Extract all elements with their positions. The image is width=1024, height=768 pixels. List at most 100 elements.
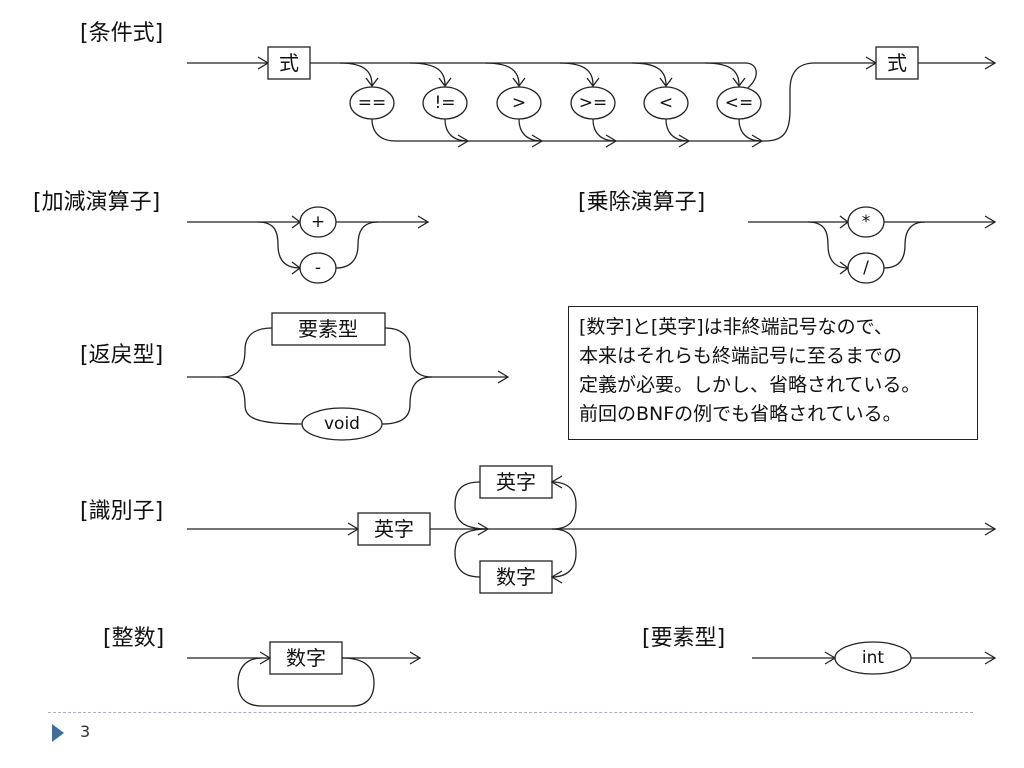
oval-le: <= — [716, 86, 762, 120]
ident-alpha-box: 英字 — [357, 512, 431, 546]
ret-exit-arrow — [497, 370, 510, 384]
note-line-3: 定義が必要。しかし、省略されている。 — [579, 374, 921, 396]
note-line-1: [数字]と[英字]は非終端記号なので、 — [579, 316, 893, 338]
slide-marker-icon — [52, 724, 64, 742]
label-addsub: [加減演算子] — [33, 190, 160, 215]
cond-merge-ne — [444, 118, 469, 142]
oval-ge-text: >= — [579, 93, 608, 113]
oval-eq-text: == — [358, 93, 387, 113]
oval-ge: >= — [570, 86, 616, 120]
cond-exit-arrow — [984, 56, 997, 70]
cond-branch-lt — [631, 62, 667, 86]
page-number: 3 — [80, 722, 91, 741]
cond-branch-eq — [339, 62, 373, 86]
ident-upper-alpha-box: 英字 — [479, 465, 553, 499]
ret-lower-merge — [381, 376, 433, 425]
oval-star-text: * — [862, 212, 871, 232]
oval-lt-text: < — [659, 93, 673, 113]
cond-merge-ge — [592, 118, 617, 142]
cond-rise-line — [764, 62, 876, 142]
cond-merge-le — [738, 118, 763, 142]
oval-plus: + — [299, 206, 337, 238]
ident-exit-arrow — [984, 522, 997, 536]
ident-digit-box: 数字 — [479, 560, 553, 594]
cond-branch-gt — [484, 62, 520, 86]
int-digit-label: 数字 — [286, 646, 326, 670]
cond-arrow-b2 — [531, 134, 544, 148]
cond-merge-lt — [665, 118, 690, 142]
ident-upper-alpha-label: 英字 — [496, 470, 536, 494]
note-box: [数字]と[英字]は非終端記号なので、 本来はそれらも終端記号に至るまでの 定義… — [568, 306, 978, 440]
oval-minus: - — [299, 252, 337, 284]
oval-ne-text: != — [434, 93, 455, 113]
oval-gt: > — [496, 86, 542, 120]
ret-elem-type-box: 要素型 — [271, 312, 386, 346]
cond-branch-le — [704, 62, 740, 86]
muldiv-exit-arrow — [984, 215, 997, 229]
cond-branch-gt-arrow — [512, 77, 526, 88]
footer-divider — [48, 712, 973, 713]
ret-upper-branch — [221, 327, 273, 378]
ident-digit-label: 数字 — [496, 565, 536, 589]
muldiv-slash-merge — [883, 221, 926, 269]
oval-ne: != — [422, 86, 468, 120]
ident-loop-lower-right — [551, 528, 577, 578]
cond-arrow-b3 — [605, 134, 618, 148]
oval-le-text: <= — [725, 93, 754, 113]
label-condition: [条件式] — [80, 21, 163, 46]
cond-expr-box-1: 式 — [267, 46, 311, 80]
elem-exit-arrow — [984, 651, 997, 665]
muldiv-slash-branch — [807, 221, 849, 269]
oval-gt-text: > — [512, 93, 526, 113]
oval-slash: / — [847, 252, 885, 284]
cond-top-rail — [310, 62, 757, 91]
cond-branch-ne-arrow — [438, 77, 452, 88]
cond-arrow-b1 — [457, 134, 470, 148]
cond-branch-le-arrow — [732, 77, 746, 88]
cond-branch-lt-arrow — [659, 77, 673, 88]
label-muldiv: [乗除演算子] — [578, 190, 705, 215]
ret-elem-type-label: 要素型 — [298, 317, 358, 341]
oval-void-text: void — [324, 414, 360, 434]
label-integer: [整数] — [103, 626, 164, 651]
cond-merge-gt — [518, 118, 543, 142]
cond-branch-ge — [559, 62, 594, 86]
oval-plus-text: + — [311, 212, 325, 232]
ident-loop-lower-left — [454, 528, 489, 578]
label-return-type: [返戻型] — [80, 343, 163, 368]
cond-expr-label-2: 式 — [887, 51, 907, 75]
oval-lt: < — [643, 86, 689, 120]
ret-upper-merge — [384, 327, 433, 378]
cond-branch-eq-arrow — [365, 77, 379, 88]
note-line-4: 前回のBNFの例でも省略されている。 — [579, 403, 902, 425]
int-digit-box: 数字 — [269, 641, 343, 675]
oval-minus-text: - — [315, 258, 321, 278]
ident-loop-upper-right — [551, 481, 577, 530]
oval-slash-text: / — [863, 258, 869, 278]
int-exit-arrow — [409, 651, 422, 665]
addsub-minus-branch — [257, 221, 301, 269]
cond-branch-ge-arrow — [586, 77, 600, 88]
int-loop-line — [237, 657, 375, 707]
cond-branch-ne — [409, 62, 446, 86]
cond-bottom-rail — [371, 118, 765, 142]
addsub-minus-merge — [335, 221, 379, 269]
cond-arrow-b5 — [751, 134, 764, 148]
label-element-type: [要素型] — [642, 626, 725, 651]
ident-alpha-label: 英字 — [374, 517, 414, 541]
label-identifier: [識別子] — [80, 499, 163, 524]
oval-int: int — [834, 641, 912, 675]
addsub-exit-arrow — [417, 215, 430, 229]
ret-lower-branch — [221, 376, 303, 425]
cond-expr-label-1: 式 — [279, 51, 299, 75]
oval-eq: == — [349, 86, 395, 120]
cond-arrow-b4 — [678, 134, 691, 148]
oval-void: void — [301, 407, 383, 441]
note-line-2: 本来はそれらも終端記号に至るまでの — [579, 345, 903, 367]
oval-int-text: int — [862, 648, 884, 668]
ident-lower-back-arrow — [550, 570, 563, 584]
cond-expr-box-2: 式 — [875, 46, 919, 80]
ident-loop-upper-left — [454, 481, 489, 530]
ident-upper-back-arrow — [550, 475, 563, 489]
